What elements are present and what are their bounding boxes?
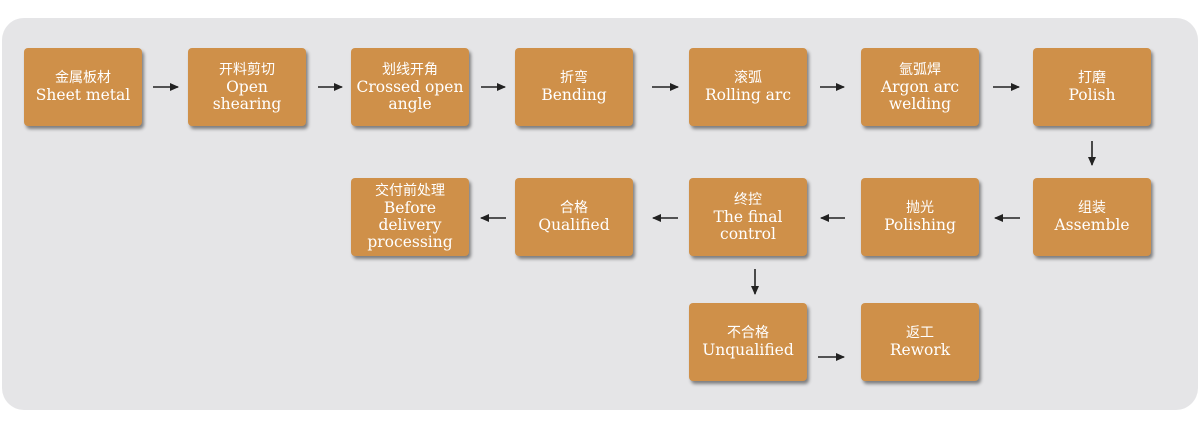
step-before-delivery: 交付前处理 Before delivery processing [351,178,469,256]
step-rolling-arc: 滚弧 Rolling arc [689,48,807,126]
step-label-zh: 返工 [906,325,934,341]
step-label-en: Sheet metal [35,86,131,104]
step-assemble: 组装 Assemble [1033,178,1151,256]
step-label-en: Polish [1068,86,1116,104]
step-label-zh: 组装 [1078,200,1106,216]
step-label-zh: 终控 [734,191,762,208]
step-rework: 返工 Rework [861,303,979,381]
step-label-zh: 氩弧焊 [899,61,941,78]
step-label-zh: 滚弧 [734,70,762,86]
step-label-en: Qualified [538,216,610,234]
step-crossed-open-angle: 划线开角 Crossed open angle [351,48,469,126]
step-label-en: Unqualified [702,341,794,359]
step-label-zh: 打磨 [1078,70,1106,86]
step-label-zh: 开料剪切 [219,61,275,78]
step-label-en: Bending [541,86,607,104]
step-label-zh: 不合格 [727,325,769,341]
step-open-shearing: 开料剪切 Open shearing [188,48,306,126]
step-polish: 打磨 Polish [1033,48,1151,126]
step-unqualified: 不合格 Unqualified [689,303,807,381]
step-final-control: 终控 The final control [689,178,807,256]
step-label-en: Argon arc welding [880,77,960,113]
step-sheet-metal: 金属板材 Sheet metal [24,48,142,126]
step-label-zh: 交付前处理 [375,183,445,199]
step-label-en: Before delivery processing [367,199,453,251]
step-label-en: Crossed open angle [356,77,464,113]
step-label-zh: 合格 [560,200,588,216]
step-label-zh: 金属板材 [55,70,111,86]
step-label-zh: 划线开角 [382,61,438,78]
step-polishing: 抛光 Polishing [861,178,979,256]
step-label-en: Rolling arc [704,86,792,104]
step-label-en: Rework [889,341,951,359]
step-bending: 折弯 Bending [515,48,633,126]
step-label-en: Assemble [1054,216,1130,234]
step-label-en: Open shearing [212,77,282,113]
step-label-zh: 折弯 [560,70,588,86]
step-qualified: 合格 Qualified [515,178,633,256]
step-label-zh: 抛光 [906,200,934,216]
step-label-en: Polishing [884,216,956,234]
step-label-en: The final control [713,207,783,243]
step-argon-arc-welding: 氩弧焊 Argon arc welding [861,48,979,126]
